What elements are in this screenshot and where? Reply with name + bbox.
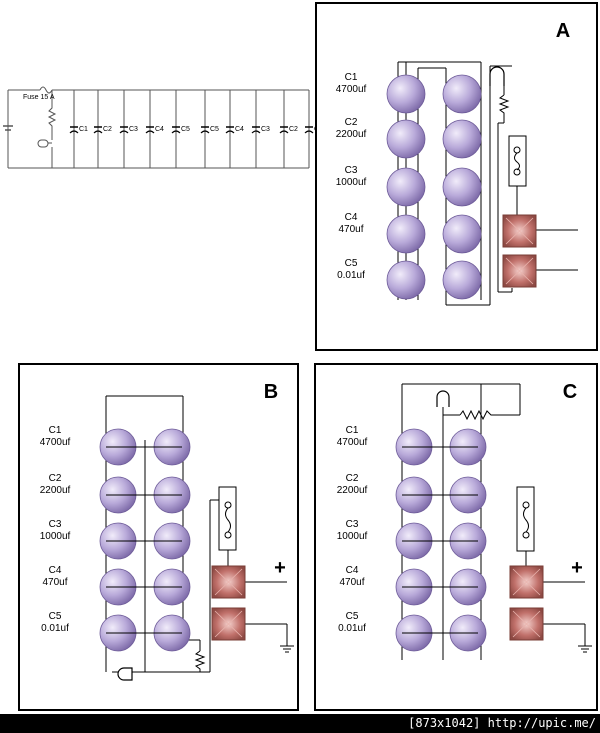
capacitor-name-label: C3 [345, 165, 358, 176]
schematic-capacitor-plate [279, 130, 289, 134]
schematic-capacitor-plate [93, 130, 103, 134]
panel-c: C + C14700ufC22200ufC31000ufC4470ufC50.0… [314, 363, 598, 711]
schematic-capacitor-label: C4 [155, 126, 164, 133]
panel-a-capacitor-c5-2 [442, 260, 482, 300]
capacitor-value-label: 4700uf [336, 84, 367, 95]
panel-a-capacitor-c2-2 [442, 119, 482, 159]
schematic-capacitor-label: C1 [79, 126, 88, 133]
fuse-label: Fuse 15 A [23, 94, 55, 101]
capacitor-value-label: 0.01uf [338, 623, 366, 634]
schematic-capacitor-plate [251, 130, 261, 134]
schematic-capacitor-plate [304, 130, 314, 134]
capacitor-name-label: C2 [49, 473, 62, 484]
panel-a-capacitor-c1-2 [442, 74, 482, 114]
terminal-bevel [512, 568, 541, 596]
capacitor-value-label: 2200uf [337, 485, 368, 496]
capacitor-bank-diagram: C1C2C3C4C5C5C4C3C2C1 Fuse 15 A A [3, 2, 598, 711]
schematic-capacitor-plate [69, 130, 79, 134]
capacitor-name-label: C2 [345, 117, 358, 128]
panel-a-title: A [556, 20, 570, 42]
schematic-capacitor-label: C4 [235, 126, 244, 133]
capacitor-value-label: 1000uf [40, 531, 71, 542]
capacitor-value-label: 4700uf [337, 437, 368, 448]
panel-c-title: C [563, 381, 577, 403]
panel-a-capacitor-c1-1 [386, 74, 426, 114]
schematic-capacitor-plate [119, 130, 129, 134]
capacitor-name-label: C3 [346, 519, 359, 530]
diagram-canvas: C1C2C3C4C5C5C4C3C2C1 Fuse 15 A A [0, 0, 600, 714]
schematic-capacitor-plate [145, 130, 155, 134]
panel-a-capacitor-c4-2 [442, 214, 482, 254]
terminal-bevel [214, 610, 243, 638]
capacitor-value-label: 0.01uf [337, 270, 365, 281]
capacitor-name-label: C5 [345, 258, 358, 269]
capacitor-name-label: C4 [346, 565, 359, 576]
capacitor-name-label: C1 [49, 425, 62, 436]
capacitor-name-label: C4 [345, 212, 358, 223]
schematic-capacitor-label: C5 [210, 126, 219, 133]
capacitor-value-label: 470uf [338, 224, 363, 235]
panel-c-plus: + [571, 557, 583, 579]
schematic-capacitor-plate [225, 130, 235, 134]
capacitor-value-label: 2200uf [336, 129, 367, 140]
panel-b-plus: + [274, 557, 286, 579]
terminal-bevel [505, 217, 534, 245]
capacitor-value-label: 470uf [42, 577, 67, 588]
capacitor-value-label: 2200uf [40, 485, 71, 496]
capacitor-value-label: 1000uf [336, 177, 367, 188]
image-footer-watermark: [873x1042] http://upic.me/ [408, 716, 596, 730]
panel-a-capacitor-c4-1 [386, 214, 426, 254]
capacitor-value-label: 4700uf [40, 437, 71, 448]
schematic-capacitor-label: C2 [289, 126, 298, 133]
schematic-capacitor-label: C3 [261, 126, 270, 133]
panel-a-capacitor-c3-1 [386, 167, 426, 207]
capacitor-name-label: C2 [346, 473, 359, 484]
schematic-capacitor-plate [200, 130, 210, 134]
capacitor-name-label: C3 [49, 519, 62, 530]
overview-capacitors: C1C2C3C4C5C5C4C3C2C1 [69, 90, 323, 168]
schematic-capacitor-label: C5 [181, 126, 190, 133]
terminal-bevel [505, 257, 534, 285]
panel-a-capacitor-c2-1 [386, 119, 426, 159]
terminal-bevel [512, 610, 541, 638]
capacitor-value-label: 0.01uf [41, 623, 69, 634]
schematic-capacitor-label: C2 [103, 126, 112, 133]
capacitor-value-label: 470uf [339, 577, 364, 588]
panel-a-capacitor-c3-2 [442, 167, 482, 207]
schematic-capacitor-plate [171, 130, 181, 134]
capacitor-value-label: 1000uf [337, 531, 368, 542]
schematic-capacitor-label: C3 [129, 126, 138, 133]
capacitor-name-label: C5 [346, 611, 359, 622]
capacitor-name-label: C5 [49, 611, 62, 622]
panel-b-title: B [264, 381, 278, 403]
capacitor-name-label: C4 [49, 565, 62, 576]
terminal-bevel [214, 568, 243, 596]
capacitor-name-label: C1 [345, 72, 358, 83]
panel-a-capacitor-c5-1 [386, 260, 426, 300]
capacitor-name-label: C1 [346, 425, 359, 436]
